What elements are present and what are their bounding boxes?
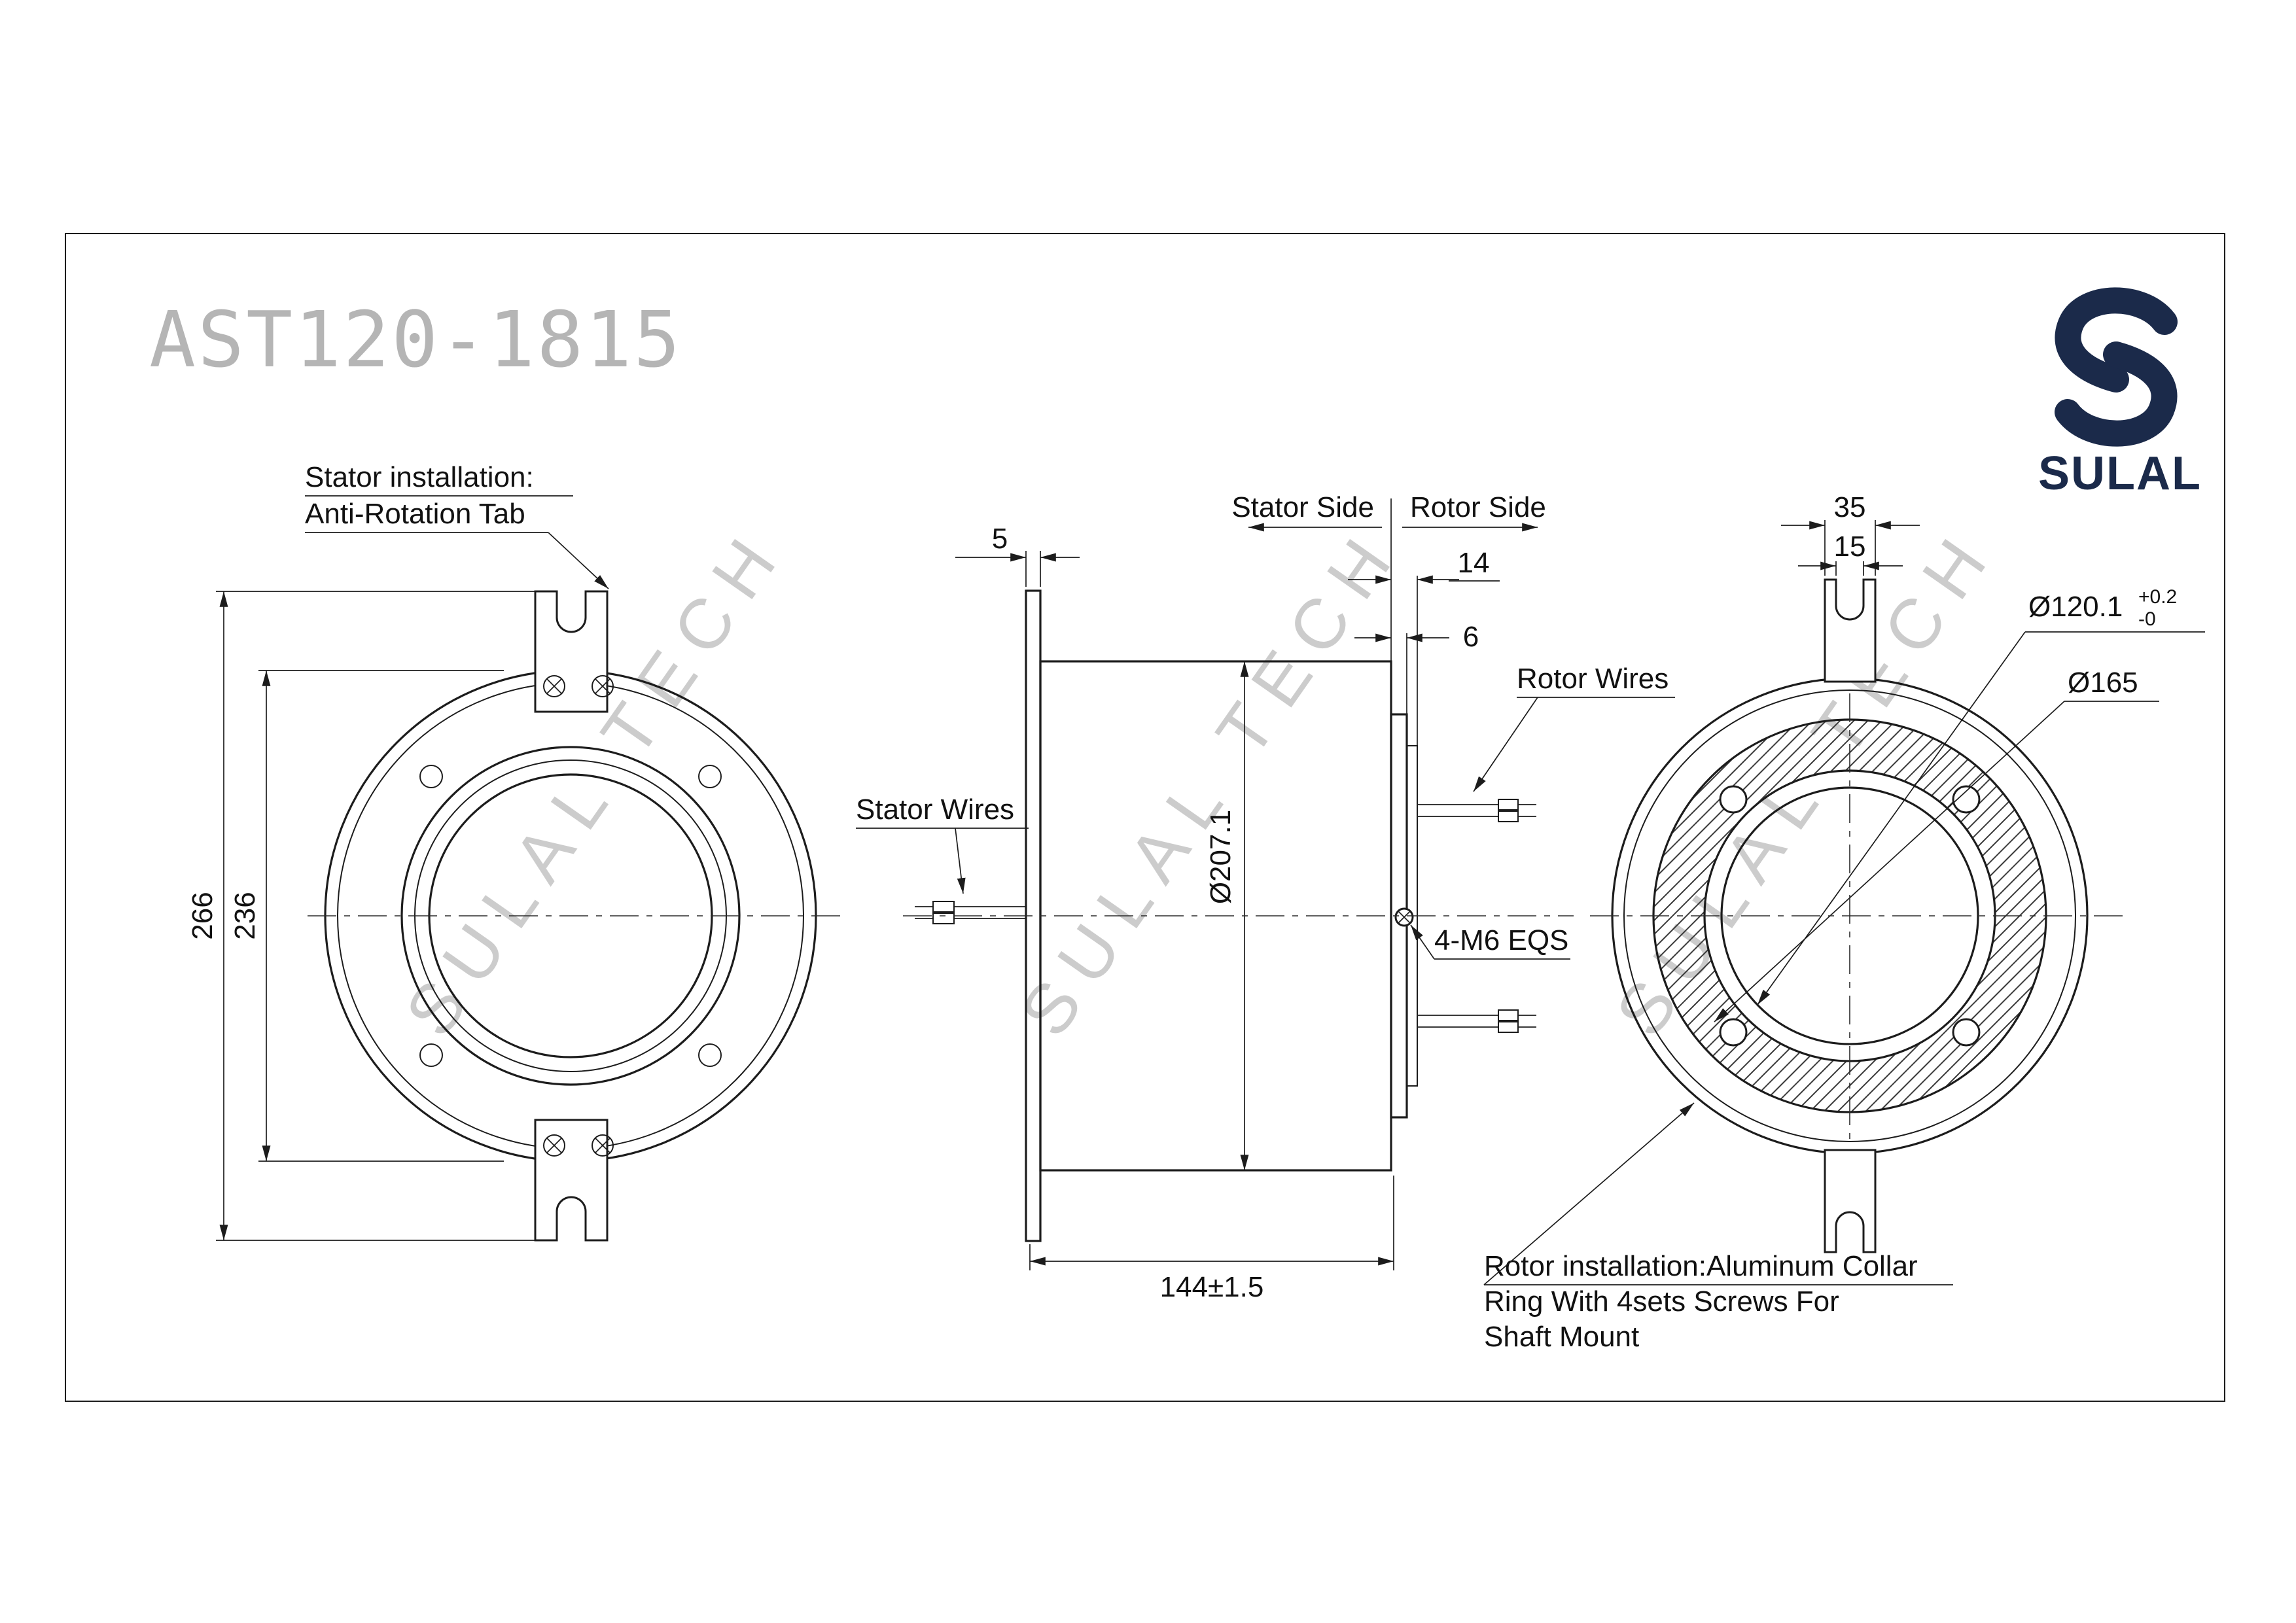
dim-bore-tol-lower: -0 (2138, 608, 2156, 630)
dimension-144: 144±1.5 (1029, 1176, 1394, 1303)
dim-5-label: 5 (992, 523, 1008, 555)
dim-14-label: 14 (1458, 547, 1490, 579)
tab-screw (592, 675, 614, 697)
dim-35-label: 35 (1834, 491, 1866, 523)
dimension-15: 15 (1798, 531, 1903, 576)
dimension-6: 6 (1354, 621, 1479, 746)
logo-s-top (2055, 287, 2178, 393)
collar-hole (1952, 785, 1981, 814)
tab-screw (543, 675, 565, 697)
drawing-border (65, 233, 2225, 1402)
center-lines (308, 693, 2127, 1142)
bolt-hole (698, 1043, 722, 1067)
rotor-wires: Rotor Wires (1417, 663, 1675, 1033)
logo-s-bottom (2055, 341, 2178, 447)
rear-tab-bottom (1824, 1149, 1877, 1253)
collar-hole (1952, 1018, 1981, 1047)
anti-rotation-tab-top (534, 590, 609, 713)
dim-266-label: 266 (186, 892, 219, 939)
dim-144-label: 144±1.5 (1160, 1271, 1264, 1303)
rotor-installation-note: Rotor installation:Aluminum Collar Ring … (1483, 1102, 1953, 1353)
dimension-14: 14 (1348, 547, 1500, 746)
stator-wires: Stator Wires (856, 794, 1029, 924)
brand-logo: SULAL (2038, 287, 2202, 500)
stator-note-line1: Stator installation: (305, 461, 534, 493)
stator-note-line2: Anti-Rotation Tab (305, 498, 525, 530)
stator-wires-label: Stator Wires (856, 794, 1014, 826)
rotor-note-line3: Shaft Mount (1484, 1321, 1639, 1353)
bolt-hole (419, 1043, 443, 1067)
watermark-middle: SULAL TECH (1005, 512, 1415, 1050)
dim-15-label: 15 (1834, 531, 1866, 563)
dim-6-label: 6 (1463, 621, 1479, 653)
bolt-hole (698, 765, 722, 788)
rotor-note-line1: Rotor installation:Aluminum Collar (1484, 1250, 1918, 1282)
rotor-wires-label: Rotor Wires (1517, 663, 1669, 695)
stator-installation-note: Stator installation: Anti-Rotation Tab (305, 461, 609, 589)
dim-236-label: 236 (229, 892, 261, 939)
rotor-side-label: Rotor Side (1410, 491, 1546, 523)
tab-screw (592, 1134, 614, 1157)
collar-hole (1719, 785, 1748, 814)
bore-circle (1720, 786, 1979, 1045)
dimension-236: 236 (229, 670, 504, 1162)
dimension-bore: Ø120.1 +0.2 -0 (1757, 586, 2205, 1005)
rear-tab-top (1824, 578, 1877, 683)
dim-collar-label: Ø165 (2068, 667, 2138, 699)
rotor-screw (1394, 907, 1414, 927)
dimension-266: 266 (186, 591, 535, 1241)
dimension-5: 5 (955, 523, 1080, 587)
side-labels: Stator Side Rotor Side (1231, 491, 1546, 532)
bolt-hole (419, 765, 443, 788)
rear-view: 35 15 Ø120.1 +0.2 -0 Ø165 Rotor installa… (1483, 491, 2205, 1353)
dim-bore-tol-upper: +0.2 (2138, 586, 2177, 608)
anti-rotation-tab-bottom (534, 1119, 609, 1242)
brand-name: SULAL (2038, 447, 2202, 500)
collar-hole (1719, 1018, 1748, 1047)
rear-inner-edge (1623, 689, 2076, 1142)
drawing-title: AST120-1815 (149, 294, 682, 385)
screws-note-label: 4-M6 EQS (1434, 924, 1568, 956)
side-view: Stator Side Rotor Side 5 14 6 (856, 491, 1675, 1303)
stator-side-label: Stator Side (1231, 491, 1374, 523)
dim-207-label: Ø207.1 (1205, 810, 1237, 904)
dim-bore-label: Ø120.1 (2028, 591, 2123, 623)
tab-screw (543, 1134, 565, 1157)
dimension-collar: Ø165 (1714, 667, 2159, 1022)
screws-note: 4-M6 EQS (1410, 924, 1570, 960)
rotor-note-line2: Ring With 4sets Screws For (1484, 1285, 1839, 1318)
